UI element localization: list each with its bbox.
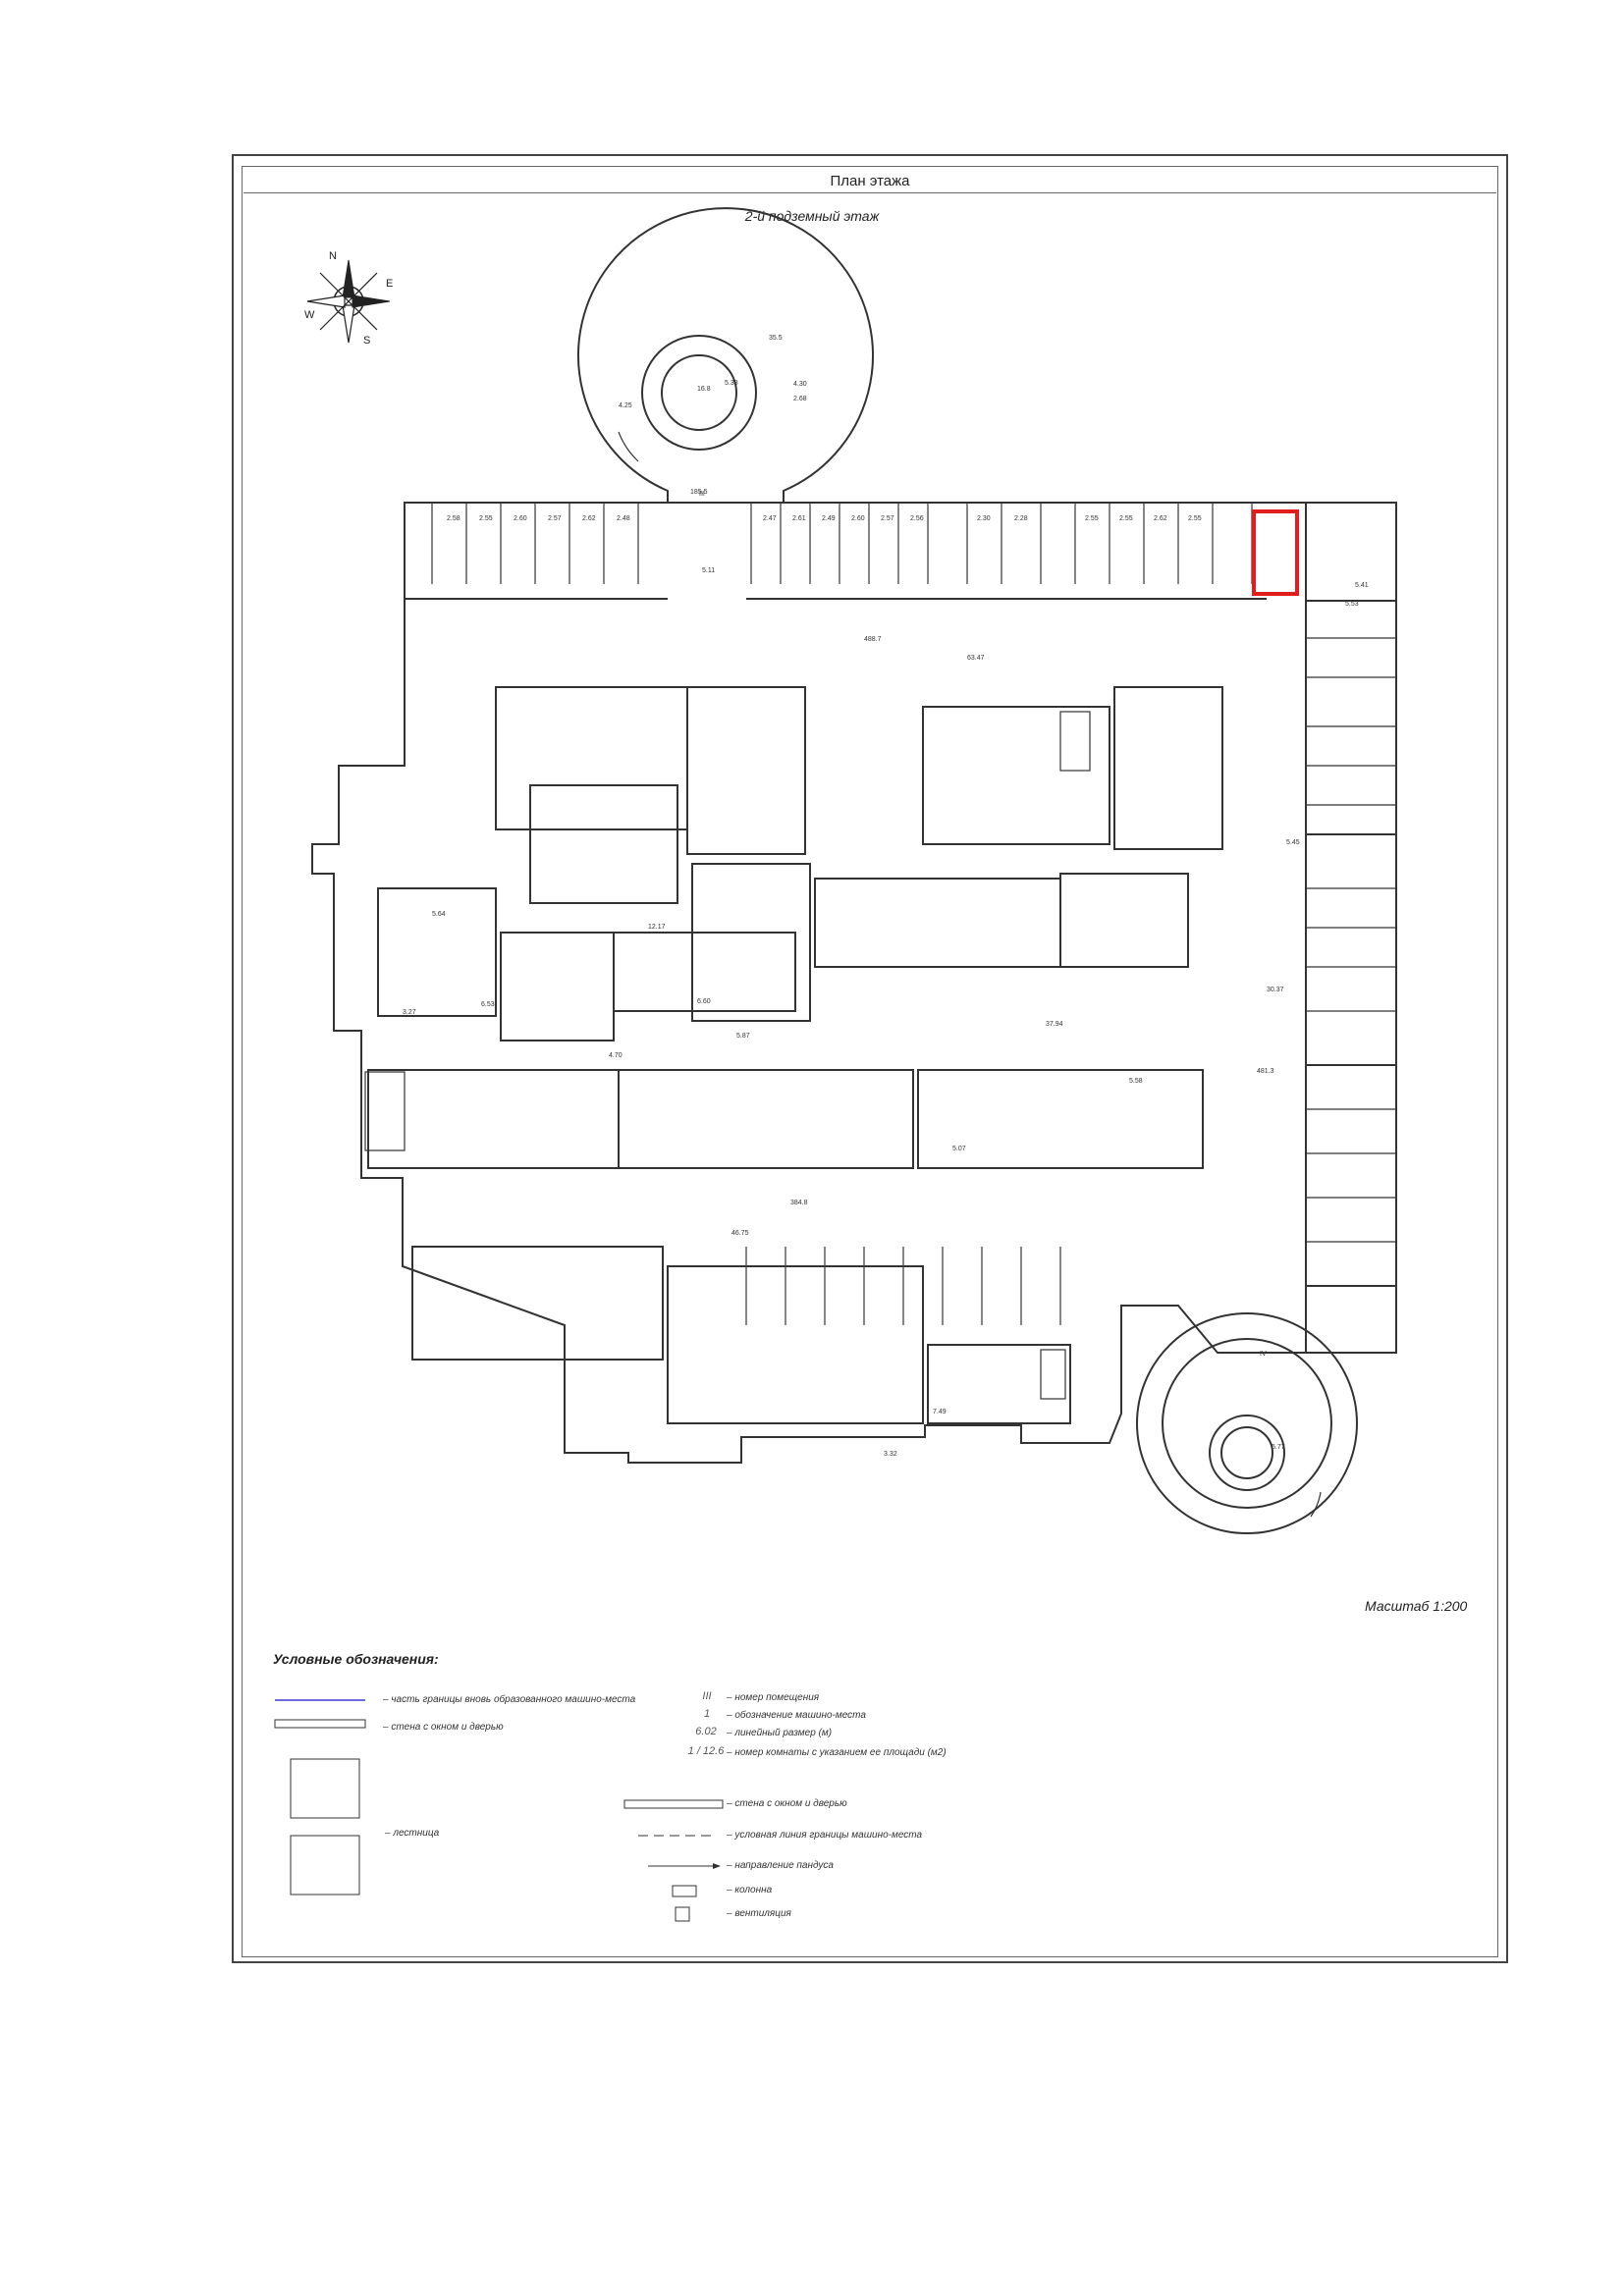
legend-item: – лестница <box>385 1828 440 1839</box>
dimension: 3.27 <box>403 1009 416 1016</box>
highlighted-parking-space[interactable] <box>1252 509 1299 596</box>
legend-item: – стена с окном и дверью <box>383 1722 504 1733</box>
dimension: 4.25 <box>619 402 632 409</box>
legend-item: – стена с окном и дверью <box>727 1798 847 1809</box>
dimension: 2.55 <box>1119 515 1133 522</box>
room-number: IV <box>1260 1351 1267 1358</box>
dimension: 2.57 <box>881 515 894 522</box>
dimension: 2.60 <box>514 515 527 522</box>
drawing-inner-frame <box>242 166 1498 1957</box>
room-number: III <box>699 491 705 498</box>
compass-n: N <box>329 250 337 262</box>
drawing-title: План этажа <box>244 169 1496 193</box>
dimension: 2.62 <box>1154 515 1167 522</box>
dimension: 5.45 <box>1286 839 1300 846</box>
dimension: 2.55 <box>479 515 493 522</box>
dimension: 2.30 <box>977 515 991 522</box>
dimension: 2.58 <box>447 515 460 522</box>
dimension: 2.48 <box>617 515 630 522</box>
dimension: 5.53 <box>1345 601 1359 608</box>
dimension: 2.57 <box>548 515 562 522</box>
dimension: 2.56 <box>910 515 924 522</box>
legend-symbol: III <box>702 1690 712 1702</box>
dimension: 2.60 <box>851 515 865 522</box>
floor-subtitle: 2-й подземный этаж <box>744 208 880 224</box>
area-label: 16.8 <box>697 386 711 393</box>
legend-symbol: 1 <box>703 1708 711 1720</box>
legend-symbol: 1 / 12.6 <box>687 1745 725 1757</box>
dimension: 5.41 <box>1355 582 1369 589</box>
legend-item: – номер помещения <box>727 1692 820 1703</box>
area-label: 185.5 <box>690 489 708 496</box>
dimension: 6.53 <box>481 1001 495 1008</box>
drawing-frame <box>232 154 1508 1963</box>
dimension: 4.70 <box>609 1052 623 1059</box>
legend-item: – обозначение машино-места <box>727 1710 866 1721</box>
dimension: 37.94 <box>1046 1021 1063 1028</box>
legend-item: – часть границы вновь образованного маши… <box>383 1694 636 1705</box>
compass-s: S <box>363 335 370 347</box>
area-label: 384.8 <box>790 1200 808 1206</box>
legend-item: – направление пандуса <box>727 1860 834 1871</box>
dimension: 2.62 <box>582 515 596 522</box>
area-label: 481.3 <box>1257 1068 1274 1075</box>
dimension: 5.38 <box>725 380 738 387</box>
legend-title: Условные обозначения: <box>273 1651 439 1667</box>
legend-item: – номер комнаты с указанием ее площади (… <box>727 1747 947 1758</box>
dimension: 2.49 <box>822 515 836 522</box>
dimension: 5.11 <box>702 567 715 574</box>
legend-item: – линейный размер (м) <box>727 1728 833 1738</box>
dimension: 3.32 <box>884 1451 897 1458</box>
dimension: 7.49 <box>933 1409 947 1415</box>
dimension: 2.47 <box>763 515 777 522</box>
legend-item: – вентиляция <box>727 1908 791 1919</box>
dimension: 5.64 <box>432 911 446 918</box>
dimension: 30.37 <box>1267 987 1284 993</box>
building-walls <box>311 207 1397 1534</box>
dimension: 5.77 <box>1272 1444 1285 1451</box>
plan-labels: III IV 2.58 2.55 2.60 2.57 2.62 2.48 2.4… <box>403 335 1369 1458</box>
dimension: 46.75 <box>731 1230 749 1237</box>
dimension: 4.30 <box>793 381 807 388</box>
area-label: 488.7 <box>864 636 882 643</box>
compass-e: E <box>386 278 393 290</box>
dimension: 12.17 <box>648 924 666 931</box>
dimension: 63.47 <box>967 655 985 662</box>
dimension: 6.60 <box>697 998 711 1005</box>
ramp-arrow-icon <box>618 431 1322 1518</box>
legend-item: – колонна <box>727 1885 773 1896</box>
legend-symbol: 6.02 <box>695 1726 717 1737</box>
dimension: 5.07 <box>952 1146 966 1152</box>
compass-rose: N E S W <box>304 250 393 347</box>
dimension: 2.55 <box>1188 515 1202 522</box>
area-label: 35.5 <box>769 335 783 342</box>
compass-w: W <box>304 309 315 321</box>
dimension: 5.87 <box>736 1033 750 1040</box>
legend-item: – условная линия границы машино-места <box>727 1830 923 1841</box>
dimension: 2.28 <box>1014 515 1028 522</box>
scale-label: Масштаб 1:200 <box>1365 1598 1468 1614</box>
dimension: 2.55 <box>1085 515 1099 522</box>
dimension: 2.61 <box>792 515 806 522</box>
dimension: 5.58 <box>1129 1078 1143 1085</box>
dimension: 2.68 <box>793 396 807 402</box>
